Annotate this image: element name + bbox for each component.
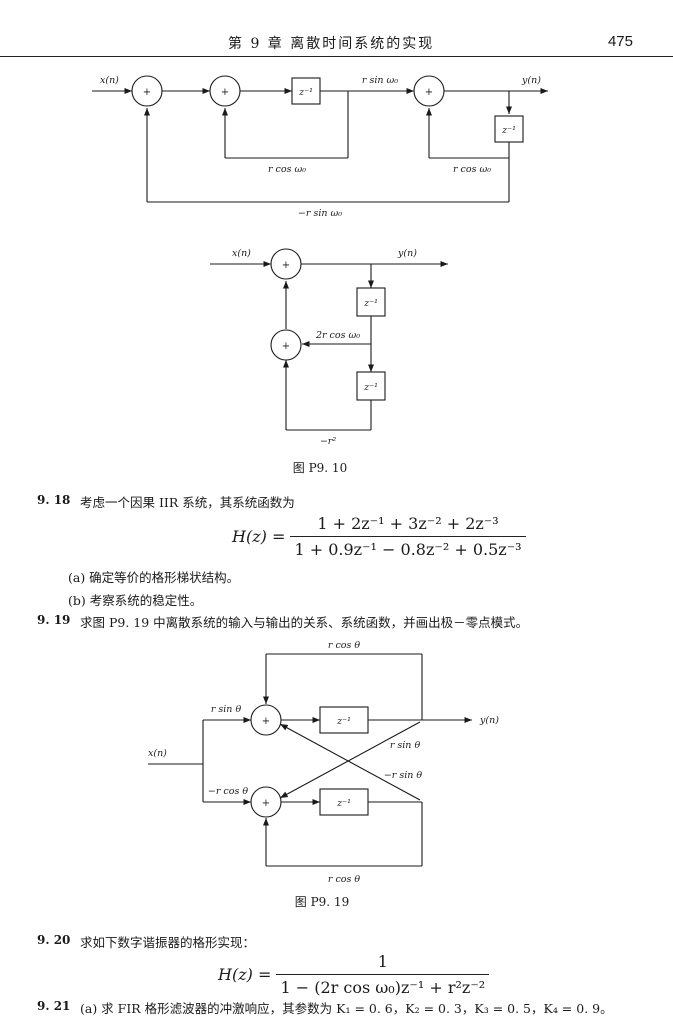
plus-sign: + — [221, 87, 229, 98]
problem-text: 求图 P9. 19 中离散系统的输入与输出的关系、系统函数，并画出极－零点模式。 — [80, 615, 529, 630]
gain-label: r cos θ — [328, 640, 360, 651]
gain-label: −r cos θ — [208, 786, 248, 797]
gain-label: r sin θ — [390, 740, 421, 751]
output-label: y(n) — [521, 75, 541, 86]
input-label: x(n) — [148, 748, 167, 759]
gain-label: −r sin θ — [384, 770, 423, 781]
diagram-c: + + z⁻¹ z⁻¹ x(n) y(n) r cos θ r sin θ −r… — [148, 640, 499, 909]
adder-circle — [270, 329, 302, 361]
plus-sign: + — [262, 716, 270, 727]
gain-label: −r sin ω₀ — [298, 208, 342, 219]
equation-fraction: 1 1 − (2r cos ω₀)z⁻¹ + r²z⁻² — [276, 952, 490, 997]
diagram-b: + + z⁻¹ z⁻¹ x(n) y(n) 2r cos ω₀ −r² 图 P9… — [210, 248, 448, 475]
plus-sign: + — [143, 87, 151, 98]
adder-circle — [131, 75, 163, 107]
delay-box — [494, 115, 524, 143]
plus-sign: + — [282, 260, 290, 271]
page-header-rule — [0, 34, 673, 57]
resonator-equation: H(z) = 1 1 − (2r cos ω₀)z⁻¹ + r²z⁻² — [218, 952, 490, 997]
output-label: y(n) — [479, 715, 499, 726]
problem-number: 9. 20 — [37, 933, 71, 947]
delay-box — [319, 706, 369, 734]
delay-label: z⁻¹ — [363, 298, 378, 309]
gain-label: 2r cos ω₀ — [315, 330, 360, 341]
input-label: x(n) — [100, 75, 119, 86]
plus-sign: + — [262, 798, 270, 809]
adder-circle — [250, 704, 282, 736]
delay-label: z⁻¹ — [336, 716, 351, 727]
problem-text: 考虑一个因果 IIR 系统，其系统函数为 — [80, 495, 295, 510]
equation-numerator: 1 + 2z⁻¹ + 3z⁻² + 2z⁻³ — [290, 514, 526, 537]
equation-fraction: 1 + 2z⁻¹ + 3z⁻² + 2z⁻³ 1 + 0.9z⁻¹ − 0.8z… — [290, 514, 526, 559]
figure-caption: 图 P9. 19 — [295, 895, 349, 909]
problem-part: (b) 考察系统的稳定性。 — [68, 593, 203, 608]
adder-circle — [413, 75, 445, 107]
gain-label: r cos ω₀ — [453, 164, 491, 175]
delay-box — [319, 788, 369, 816]
gain-label: −r² — [320, 436, 337, 447]
problem-number: 9. 19 — [37, 613, 71, 627]
page-number: 475 — [607, 33, 633, 50]
equation-lhs: H(z) = — [218, 965, 272, 984]
equation-denominator: 1 − (2r cos ω₀)z⁻¹ + r²z⁻² — [280, 978, 486, 997]
problem-number: 9. 21 — [37, 999, 71, 1013]
adder-circle — [270, 248, 302, 280]
problem-number: 9. 18 — [37, 493, 71, 507]
gain-label: r cos θ — [328, 874, 360, 885]
gain-label: r cos ω₀ — [268, 164, 306, 175]
delay-box — [291, 77, 321, 105]
equation-denominator: 1 + 0.9z⁻¹ − 0.8z⁻² + 0.5z⁻³ — [294, 540, 522, 559]
transfer-function-equation: H(z) = 1 + 2z⁻¹ + 3z⁻² + 2z⁻³ 1 + 0.9z⁻¹… — [232, 514, 526, 559]
delay-label: z⁻¹ — [298, 87, 313, 98]
adder-circle — [209, 75, 241, 107]
plus-sign: + — [282, 341, 290, 352]
figure-caption: 图 P9. 10 — [293, 461, 347, 475]
equation-numerator: 1 — [276, 952, 490, 975]
input-label: x(n) — [232, 248, 251, 259]
gain-label: r sin θ — [211, 704, 242, 715]
delay-label: z⁻¹ — [336, 798, 351, 809]
problem-text: (a) 求 FIR 格形滤波器的冲激响应，其参数为 K₁ = 0. 6，K₂ =… — [80, 1001, 613, 1016]
delay-label: z⁻¹ — [501, 125, 516, 136]
delay-label: z⁻¹ — [363, 382, 378, 393]
plus-sign: + — [425, 87, 433, 98]
gain-label: r sin ω₀ — [362, 75, 398, 86]
problem-text: 求如下数字谐振器的格形实现： — [80, 935, 256, 950]
delay-box — [356, 287, 386, 317]
delay-box — [356, 371, 386, 401]
equation-lhs: H(z) = — [232, 527, 286, 546]
diagram-a: + + + z⁻¹ z⁻¹ x(n) y(n) r sin ω₀ r cos ω… — [92, 75, 548, 219]
problem-part: (a) 确定等价的格形梯状结构。 — [68, 570, 240, 585]
adder-circle — [250, 786, 282, 818]
chapter-title: 第 9 章 离散时间系统的实现 — [228, 36, 435, 52]
output-label: y(n) — [397, 248, 417, 259]
